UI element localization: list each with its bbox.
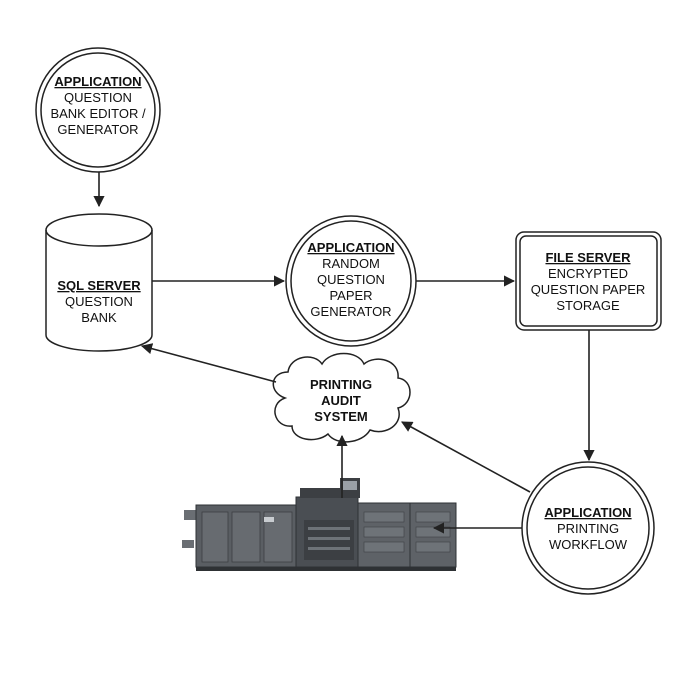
node-random-generator-line-3: PAPER bbox=[329, 288, 372, 303]
node-printing-workflow: APPLICATION PRINTING WORKFLOW bbox=[521, 461, 655, 595]
node-random-generator-line-4: GENERATOR bbox=[310, 304, 391, 319]
node-file-server: FILE SERVER ENCRYPTED QUESTION PAPER STO… bbox=[515, 231, 662, 331]
node-file-server-line-1: ENCRYPTED bbox=[548, 266, 628, 281]
node-random-generator-title: APPLICATION bbox=[307, 240, 394, 255]
node-printing-workflow-line-2: WORKFLOW bbox=[549, 537, 628, 552]
node-random-generator-line-2: QUESTION bbox=[317, 272, 385, 287]
node-audit-line-2: AUDIT bbox=[321, 393, 361, 408]
node-question-bank-editor-line-1: QUESTION bbox=[64, 90, 132, 105]
node-printing-workflow-line-1: PRINTING bbox=[557, 521, 619, 536]
arrow-workflow-to-audit bbox=[401, 421, 531, 493]
node-sql-server: SQL SERVER QUESTION BANK bbox=[45, 213, 153, 352]
node-question-bank-editor-title: APPLICATION bbox=[54, 74, 141, 89]
node-audit-line-1: PRINTING bbox=[310, 377, 372, 392]
node-question-bank-editor: APPLICATION QUESTION BANK EDITOR / GENER… bbox=[35, 47, 161, 173]
cloud-shape bbox=[272, 352, 411, 443]
node-audit-line-3: SYSTEM bbox=[314, 409, 367, 424]
node-sql-server-line-1: QUESTION bbox=[65, 294, 133, 309]
node-question-bank-editor-line-3: GENERATOR bbox=[57, 122, 138, 137]
node-random-generator-line-1: RANDOM bbox=[322, 256, 380, 271]
node-random-question-paper-generator: APPLICATION RANDOM QUESTION PAPER GENERA… bbox=[285, 215, 417, 347]
node-sql-server-line-2: BANK bbox=[81, 310, 117, 325]
node-file-server-line-3: STORAGE bbox=[556, 298, 620, 313]
node-sql-server-title: SQL SERVER bbox=[57, 278, 141, 293]
node-question-bank-editor-line-2: BANK EDITOR / bbox=[50, 106, 146, 121]
node-file-server-line-2: QUESTION PAPER bbox=[531, 282, 646, 297]
node-printing-workflow-title: APPLICATION bbox=[544, 505, 631, 520]
production-printer-icon bbox=[182, 478, 457, 571]
node-file-server-title: FILE SERVER bbox=[545, 250, 631, 265]
node-printing-audit-system: PRINTING AUDIT SYSTEM bbox=[272, 352, 411, 443]
arrow-audit-to-sql bbox=[140, 343, 277, 383]
